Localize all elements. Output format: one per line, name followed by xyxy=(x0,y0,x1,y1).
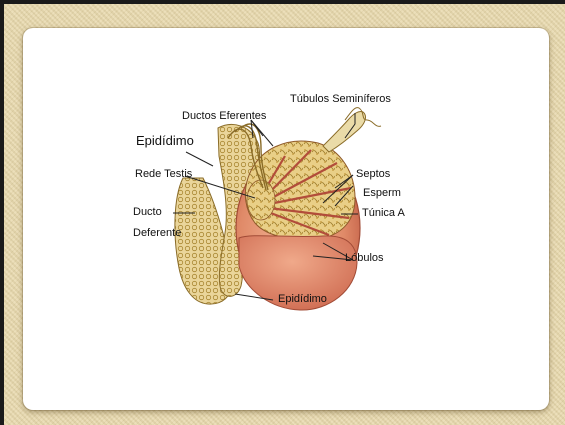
label-tubulos-seminiferos: Túbulos Seminíferos xyxy=(290,94,391,105)
spermatic-cord-shape xyxy=(323,111,365,152)
label-rede-testis: Rede Testis xyxy=(135,169,192,180)
label-lobulos: Lóbulos xyxy=(345,253,384,264)
label-epididimo-top: Epidídimo xyxy=(136,134,194,147)
label-epididimo-bottom: Epidídimo xyxy=(278,294,327,305)
label-ducto: Ducto xyxy=(133,207,162,218)
label-ductos-eferentes: Ductos Eferentes xyxy=(182,111,266,122)
label-deferente: Deferente xyxy=(133,228,181,239)
label-esperm: Esperm xyxy=(363,188,401,199)
frame-top-edge xyxy=(0,0,565,4)
label-septos: Septos xyxy=(356,169,390,180)
label-tunica-a: Túnica A xyxy=(362,208,405,219)
frame-left-edge xyxy=(0,0,4,425)
slide-card: Túbulos Seminíferos Ductos Eferentes Epi… xyxy=(23,28,549,410)
testis-anatomy-illustration xyxy=(23,28,549,410)
rete-testis-shape xyxy=(247,180,275,220)
